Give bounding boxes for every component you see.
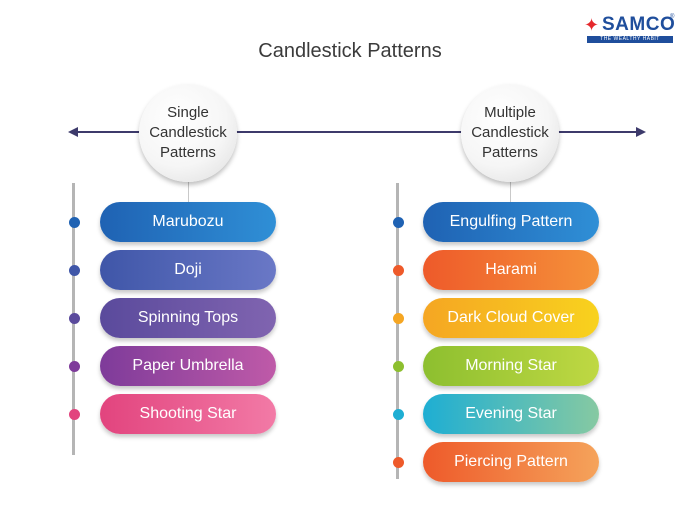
pattern-pill: Spinning Tops [100, 298, 276, 338]
pattern-label: Doji [174, 261, 202, 278]
pattern-bullet-icon [69, 217, 80, 228]
multiple-branch-line [396, 183, 399, 479]
pattern-pill: Evening Star [423, 394, 599, 434]
registered-mark: ® [670, 14, 675, 20]
pattern-label: Evening Star [465, 405, 557, 422]
pattern-label: Shooting Star [139, 405, 237, 422]
main-axis-line [75, 131, 638, 133]
arrow-right-icon [636, 127, 646, 137]
logo-tagline: THE WEALTHY HABIT [587, 36, 673, 43]
pattern-pill: Doji [100, 250, 276, 290]
pattern-label: Morning Star [465, 357, 557, 374]
pattern-bullet-icon [69, 361, 80, 372]
pattern-bullet-icon [393, 313, 404, 324]
pattern-label: Piercing Pattern [454, 453, 568, 470]
pattern-pill: Engulfing Pattern [423, 202, 599, 242]
pattern-pill: Shooting Star [100, 394, 276, 434]
single-candlestick-node: Single Candlestick Patterns [139, 84, 237, 182]
pattern-bullet-icon [69, 265, 80, 276]
pattern-pill: Paper Umbrella [100, 346, 276, 386]
pattern-label: Harami [485, 261, 537, 278]
pattern-bullet-icon [393, 409, 404, 420]
pattern-bullet-icon [69, 313, 80, 324]
pattern-pill: Morning Star [423, 346, 599, 386]
arrow-left-icon [68, 127, 78, 137]
pattern-label: Dark Cloud Cover [447, 309, 575, 326]
multiple-candlestick-label: Multiple Candlestick Patterns [471, 104, 549, 161]
pattern-label: Engulfing Pattern [449, 213, 573, 230]
pattern-pill: Dark Cloud Cover [423, 298, 599, 338]
multiple-candlestick-node: Multiple Candlestick Patterns [461, 84, 559, 182]
pattern-label: Spinning Tops [137, 309, 239, 326]
samco-logo: ✦ SAMCO ® THE WEALTHY HABIT [584, 14, 684, 44]
logo-wordmark: SAMCO [602, 14, 676, 35]
pattern-bullet-icon [69, 409, 80, 420]
single-stem [188, 182, 189, 202]
pattern-bullet-icon [393, 361, 404, 372]
pattern-label: Paper Umbrella [132, 357, 244, 374]
single-candlestick-label: Single Candlestick Patterns [149, 104, 227, 161]
page-title: Candlestick Patterns [258, 40, 442, 62]
pattern-bullet-icon [393, 265, 404, 276]
pattern-pill: Marubozu [100, 202, 276, 242]
multiple-stem [510, 182, 511, 202]
samco-mark-icon: ✦ [584, 15, 600, 35]
pattern-pill: Harami [423, 250, 599, 290]
pattern-label: Marubozu [152, 213, 224, 230]
pattern-bullet-icon [393, 457, 404, 468]
pattern-pill: Piercing Pattern [423, 442, 599, 482]
pattern-bullet-icon [393, 217, 404, 228]
